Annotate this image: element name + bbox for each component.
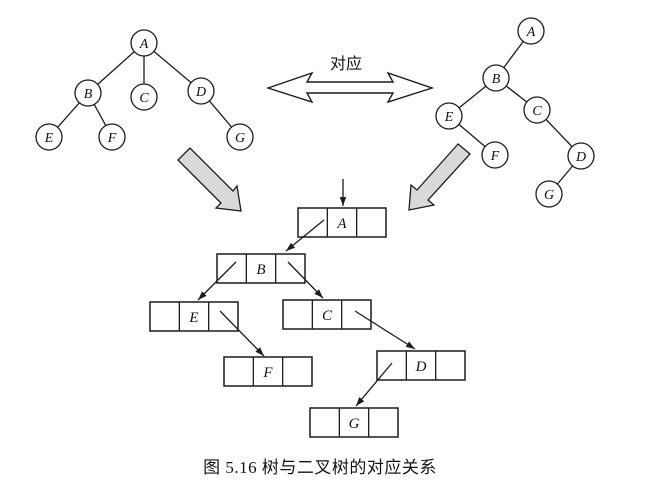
general-tree-node-label-A: A <box>139 37 149 52</box>
general-tree-node-E <box>35 123 63 151</box>
list-node-F: F <box>223 356 313 387</box>
general-tree-node-label-E: E <box>44 131 54 146</box>
pointer-A-left-to-B-arrowhead-icon <box>286 242 295 251</box>
pointer-E-right-to-F-arrowhead-icon <box>255 347 264 356</box>
pointer-B-left-to-E-arrowhead-icon <box>198 291 207 300</box>
general-tree-node-B <box>74 79 102 107</box>
binary-tree-node-label-D: D <box>575 150 586 165</box>
binary-tree-node-label-A: A <box>526 25 536 40</box>
list-node-E: E <box>149 301 239 332</box>
pointer-C-right-to-D-line <box>354 310 416 350</box>
list-node-C: C <box>282 299 372 330</box>
pointer-D-left-to-G-arrowhead-icon <box>356 397 365 406</box>
list-node-label-C: C <box>322 308 333 324</box>
correspondence-label: 对应 <box>329 56 362 73</box>
binary-tree-node-F <box>481 141 509 169</box>
general-tree-node-label-F: F <box>107 131 117 146</box>
pointer-B-right-to-C-arrowhead-icon <box>314 289 323 298</box>
list-node-box-B <box>216 253 306 284</box>
pointer-E-right-to-F-line <box>219 310 265 357</box>
binary-tree-node-A <box>517 17 545 45</box>
list-node-label-B: B <box>256 262 265 278</box>
list-node-label-A: A <box>336 216 347 232</box>
list-node-D: D <box>376 350 466 381</box>
list-node-label-D: D <box>415 359 427 375</box>
correspondence-double-arrow-icon <box>265 71 435 104</box>
binary-tree: A B E C F D G <box>435 17 595 208</box>
head-pointer-arrowhead-icon <box>339 197 347 206</box>
list-node-box-D <box>376 350 466 381</box>
list-node-B: B <box>216 253 306 284</box>
list-node-A: A <box>297 207 387 238</box>
list-node-label-F: F <box>262 365 273 381</box>
general-tree-node-A <box>130 29 158 57</box>
general-tree-node-D <box>187 77 215 105</box>
binary-tree-node-G <box>535 180 563 208</box>
list-node-G: G <box>309 407 399 438</box>
list-node-box-C <box>282 299 372 330</box>
list-node-box-F <box>223 356 313 387</box>
left-block-arrow-icon <box>177 147 242 212</box>
general-tree-node-label-D: D <box>195 85 206 100</box>
binary-tree-node-E <box>435 102 463 130</box>
binary-tree-node-label-G: G <box>544 188 554 203</box>
general-tree: A B C D E F G <box>35 29 254 151</box>
list-node-box-A <box>297 207 387 238</box>
list-node-box-G <box>309 407 399 438</box>
list-node-box-E <box>149 301 239 332</box>
binary-tree-node-label-F: F <box>490 149 500 164</box>
general-tree-node-label-B: B <box>84 87 93 102</box>
general-tree-node-C <box>130 83 158 111</box>
binary-tree-node-label-E: E <box>444 110 454 125</box>
figure-caption: 图 5.16 树与二叉树的对应关系 <box>203 458 437 477</box>
list-node-label-G: G <box>349 416 360 432</box>
list-node-label-E: E <box>188 310 198 326</box>
binary-tree-node-C <box>523 96 551 124</box>
binary-tree-node-label-B: B <box>492 72 501 87</box>
pointer-D-left-to-G-line <box>355 362 393 407</box>
general-tree-node-G <box>226 123 254 151</box>
right-block-arrow-icon <box>408 143 471 211</box>
pointer-C-right-to-D-arrowhead-icon <box>405 341 415 349</box>
general-tree-node-F <box>98 123 126 151</box>
binary-tree-node-label-C: C <box>532 104 542 119</box>
general-tree-node-label-C: C <box>139 91 149 106</box>
binary-tree-node-B <box>482 64 510 92</box>
binary-tree-node-D <box>567 142 595 170</box>
general-tree-node-label-G: G <box>235 131 245 146</box>
binary-linked-list: A B E C F D G <box>149 179 466 438</box>
